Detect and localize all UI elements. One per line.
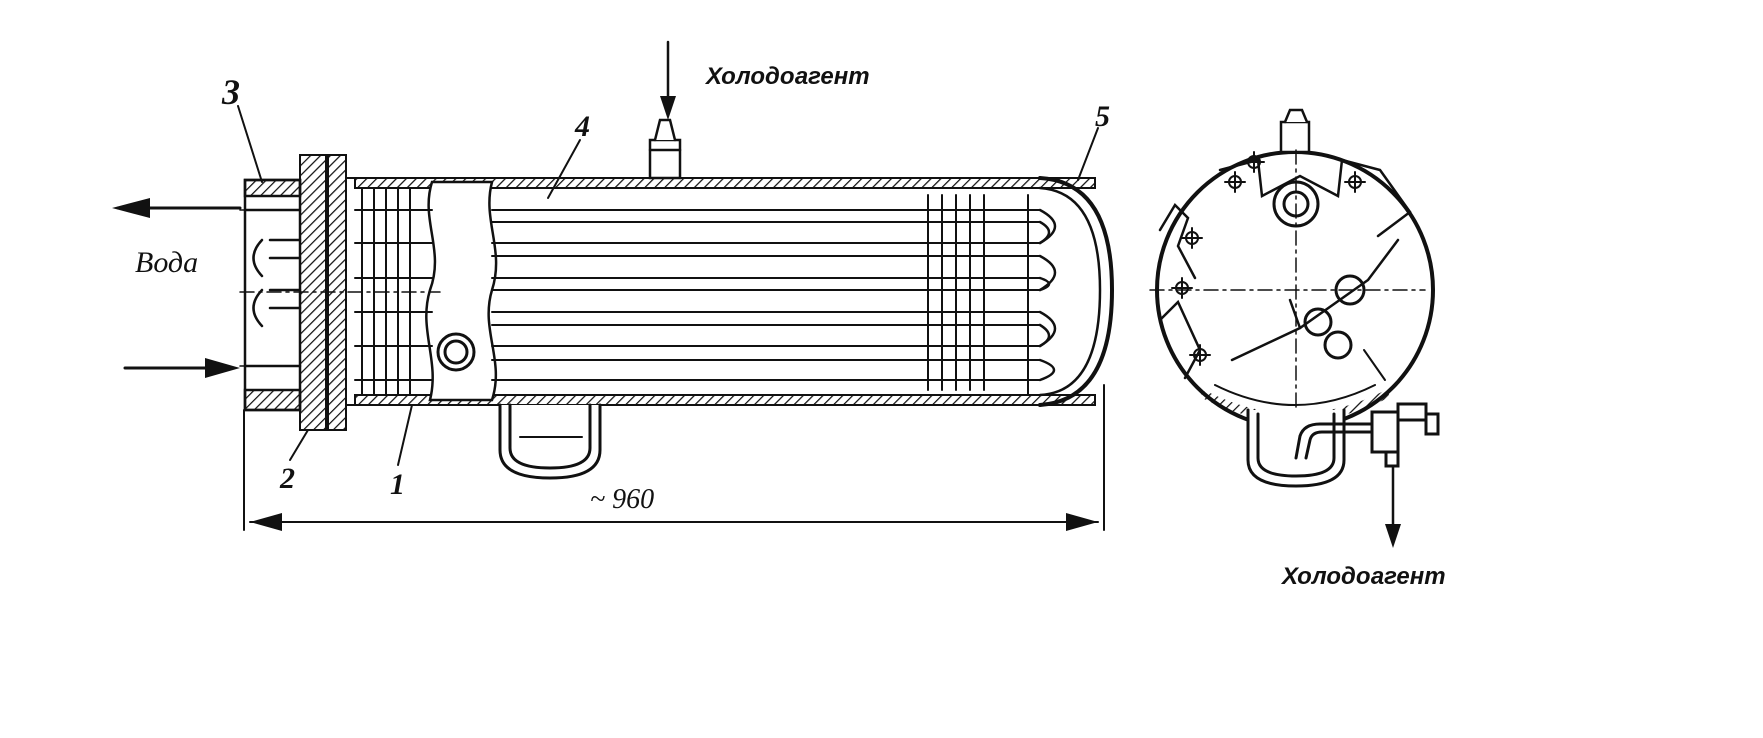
shell-wall [354, 176, 1115, 407]
part-number-2: 2 [279, 462, 295, 495]
label-dimension: ~ 960 [590, 484, 654, 515]
end-view-bolt-holes [1171, 151, 1366, 366]
end-view-cover-plates [1158, 158, 1412, 380]
refrigerant-out-arrow [1385, 464, 1401, 548]
side-section-view [112, 40, 1115, 531]
outlet-valve [1294, 349, 1440, 468]
refrigerant-in-arrow [660, 40, 676, 120]
tube-bundle [354, 209, 1041, 381]
end-view-center-lines [1149, 149, 1426, 431]
part-number-3: 3 [221, 72, 240, 112]
part-number-4: 4 [574, 110, 590, 143]
u-bends [1038, 208, 1057, 382]
baffles-right [927, 194, 1029, 396]
water-head-cover [243, 178, 302, 412]
end-view-outlet-ports [1303, 274, 1366, 360]
end-view [1149, 108, 1440, 548]
leader-lines [237, 105, 1099, 466]
water-flow-arrows [112, 198, 242, 378]
center-lines [239, 209, 441, 367]
label-water: Вода [135, 246, 198, 279]
part-number-5: 5 [1095, 100, 1110, 133]
label-refrigerant-out: Холодоагент [1280, 563, 1446, 590]
bottom-sump [498, 403, 602, 480]
inspection-port [436, 332, 476, 372]
part-number-1: 1 [390, 468, 405, 501]
label-refrigerant-in: Холодоагент [704, 63, 870, 90]
end-view-top-nozzle [1279, 108, 1311, 154]
refrigerant-inlet-nozzle [648, 118, 682, 180]
dimension-line [243, 384, 1105, 531]
end-view-sump [1246, 408, 1346, 488]
